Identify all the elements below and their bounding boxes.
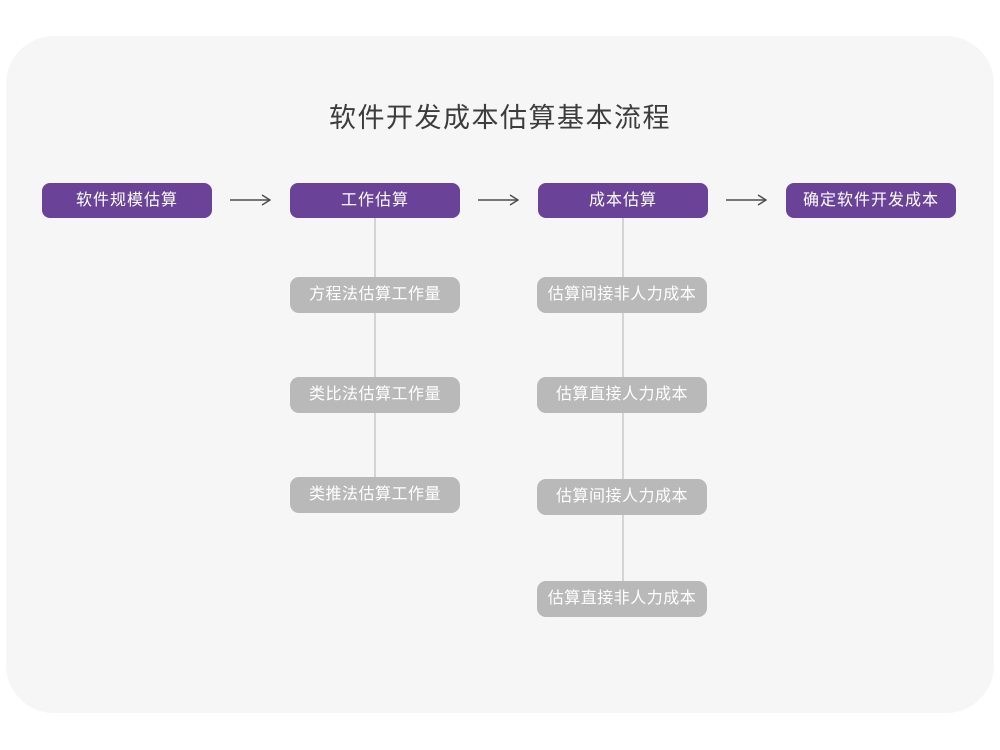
stage-node-cost-estimation: 成本估算 [538,183,708,218]
arrow-right-icon [230,194,272,206]
substep-node-extrapolation-method: 类推法估算工作量 [290,477,460,513]
arrow-right-icon [726,194,768,206]
substep-node-direct-nonlabor-cost: 估算直接非人力成本 [537,581,707,617]
stage-node-determine-dev-cost: 确定软件开发成本 [786,183,956,218]
arrow-right-icon [478,194,520,206]
substep-node-equation-method: 方程法估算工作量 [290,277,460,313]
substep-node-indirect-nonlabor-cost: 估算间接非人力成本 [537,277,707,313]
substep-node-indirect-labor-cost: 估算间接人力成本 [537,479,707,515]
flowchart-card [6,36,994,713]
substep-node-analogy-method: 类比法估算工作量 [290,377,460,413]
substep-node-direct-labor-cost: 估算直接人力成本 [537,377,707,413]
connector-line-work [374,218,376,496]
diagram-title: 软件开发成本估算基本流程 [329,103,671,133]
stage-node-work-estimation: 工作估算 [290,183,460,218]
stage-node-software-scale-estimation: 软件规模估算 [42,183,212,218]
